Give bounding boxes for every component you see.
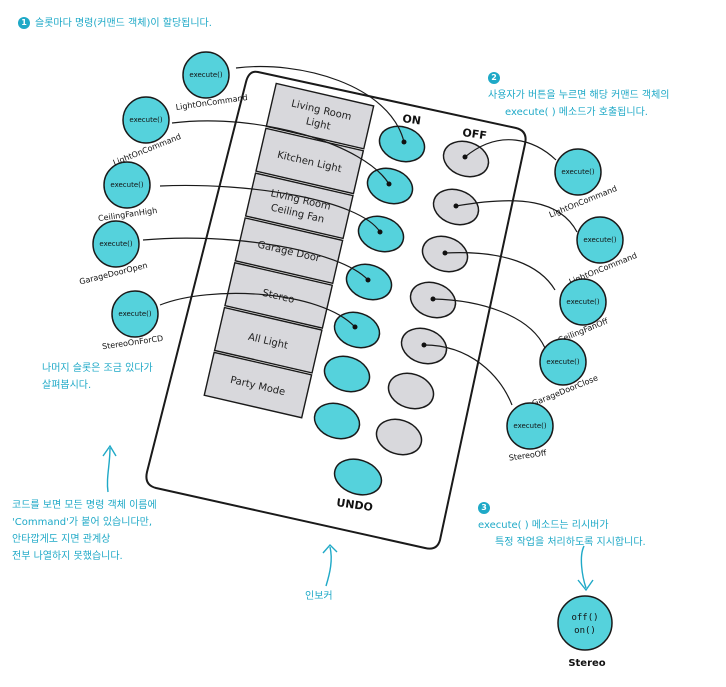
button-dots [352,139,468,348]
off-label: OFF [462,126,488,142]
command-method: execute() [546,358,579,366]
command-method: execute() [129,116,162,124]
command-name: StereoOff [508,448,547,462]
note-text: execute( ) 메소드가 호출됩니다. [505,107,648,118]
slot-living-room-ceiling-fan[interactable]: Living Room Ceiling Fan [244,172,354,240]
slot-kitchen-light[interactable]: Kitchen Light [255,127,365,195]
on-button[interactable] [320,351,374,398]
slot-all-light[interactable]: All Light [213,306,323,374]
on-label: ON [402,112,422,127]
command-object-left: execute() LightOnCommand [175,51,248,112]
note-text: 안타깝게도 지면 관계상 [12,534,111,545]
note-text: 나머지 슬롯은 조금 있다가 [42,363,153,374]
note-text: 특정 작업을 처리하도록 지시합니다. [495,537,646,548]
note-remaining-slots: 나머지 슬롯은 조금 있다가 살펴봅시다. [42,360,153,394]
note-button-press: 2 사용자가 버튼을 누르면 해당 커맨드 객체의 execute( ) 메소드가… [488,70,670,121]
step-badge: 1 [18,17,30,29]
command-object-left: execute() GarageDoorOpen [78,220,148,286]
note-text: 'Command'가 붙어 있습니다만, [12,517,153,528]
invoker-label: 인보커 [305,591,333,602]
off-button[interactable] [372,414,426,461]
note-command-naming: 코드를 보면 모든 명령 객체 이름에 'Command'가 붙어 있습니다만,… [12,497,157,565]
note-text: 사용자가 버튼을 누르면 해당 커맨드 객체의 [488,90,670,101]
command-object-right: execute() GarageDoorClose [531,338,599,408]
command-method: execute() [566,298,599,306]
on-button[interactable] [310,398,364,445]
connector-lines [142,65,578,406]
command-object-left: execute() CeilingFanHigh [98,161,158,223]
command-method: execute() [583,236,616,244]
on-button[interactable] [375,121,429,168]
command-method: execute() [110,181,143,189]
command-method: execute() [189,71,222,79]
note-slot-commands: 1 슬롯마다 명령(커맨드 객체)이 할당됩니다. [18,15,212,32]
command-method: execute() [118,310,151,318]
note-text: 전부 나열하지 못했습니다. [12,551,123,562]
command-method: execute() [513,422,546,430]
step-badge: 3 [478,502,490,514]
command-object-right: execute() LightOnCommand [568,216,638,286]
undo-button[interactable] [330,453,386,500]
command-object-right: execute() LightOnCommand [548,148,618,219]
slot-label: Light [305,116,332,132]
command-object-right: execute() StereoOff [506,402,554,463]
slot-strip: Living Room Light Kitchen Light Living R… [203,82,375,419]
note-invoker: 인보커 [305,588,333,605]
command-object-left: execute() LightOnCommand [112,96,182,167]
annotation-arrows [102,444,594,592]
command-method: execute() [99,240,132,248]
command-object-left: execute() StereoOnForCD [101,290,164,351]
note-text: execute( ) 메소드는 리시버가 [478,520,609,531]
remote-control [145,70,527,550]
command-method: execute() [561,168,594,176]
receiver-name: Stereo [568,658,605,669]
on-button[interactable] [330,307,384,354]
step-badge: 2 [488,72,500,84]
note-text: 슬롯마다 명령(커맨드 객체)이 할당됩니다. [35,18,212,29]
receiver-stereo: off() on() Stereo [557,595,613,669]
slot-party-mode[interactable]: Party Mode [203,351,313,419]
receiver-method: off() [571,613,598,623]
undo-label: UNDO [336,496,374,514]
command-object-right: execute() CeilingFanOff [557,278,610,345]
receiver-method: on() [574,626,596,636]
note-text: 살펴봅시다. [42,380,92,391]
off-button[interactable] [384,368,438,415]
note-text: 코드를 보면 모든 명령 객체 이름에 [12,500,157,511]
note-receiver: 3 execute( ) 메소드는 리시버가 특정 작업을 처리하도록 지시합니다… [478,500,646,551]
